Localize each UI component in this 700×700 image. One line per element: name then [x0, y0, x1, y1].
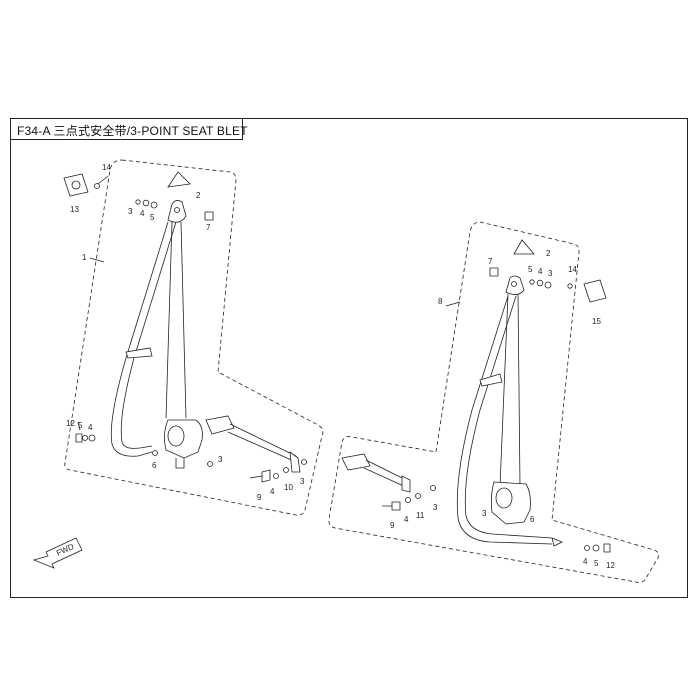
callout-1: 1 — [82, 253, 87, 262]
right-buckle — [341, 453, 371, 471]
callout-14: 14 — [568, 265, 577, 274]
right-escutcheon — [583, 279, 607, 303]
callout-3: 3 — [433, 503, 438, 512]
callout-3: 3 — [218, 455, 223, 464]
right-top-anchor — [505, 275, 525, 295]
right-trim-cover — [513, 239, 535, 255]
callout-4: 4 — [140, 209, 145, 218]
callout-12: 12 — [606, 561, 615, 570]
callout-10: 10 — [284, 483, 293, 492]
left-escutcheon — [63, 173, 89, 197]
left-trim-cover — [167, 171, 191, 188]
callout-2: 2 — [546, 249, 551, 258]
callout-3: 3 — [128, 207, 133, 216]
callout-4: 4 — [270, 487, 275, 496]
callout-5: 5 — [594, 559, 599, 568]
callout-8: 8 — [438, 297, 443, 306]
callout-13: 13 — [70, 205, 79, 214]
callout-7: 7 — [206, 223, 211, 232]
callout-7: 7 — [488, 257, 493, 266]
left-callouts: 14 13 3 4 5 2 7 1 12 5 4 6 3 9 4 10 3 — [66, 163, 305, 502]
right-webbing-lap — [456, 295, 553, 545]
callout-9: 9 — [257, 493, 262, 502]
right-callouts: 2 7 5 4 3 14 15 8 3 9 4 11 3 6 4 5 12 — [390, 249, 615, 570]
page-title: F34-A 三点式安全带/3-POINT SEAT BLET — [17, 124, 248, 138]
callout-6: 6 — [530, 515, 535, 524]
callout-5: 5 — [528, 265, 533, 274]
callout-3: 3 — [482, 509, 487, 518]
callout-9: 9 — [390, 521, 395, 530]
callout-3: 3 — [548, 269, 553, 278]
diagram-frame — [10, 118, 688, 598]
right-group-outline — [328, 221, 659, 583]
callout-15: 15 — [592, 317, 601, 326]
left-webbing-vertical — [165, 221, 187, 419]
callout-5: 5 — [78, 421, 83, 430]
callout-14: 14 — [102, 163, 111, 172]
callout-6: 6 — [152, 461, 157, 470]
callout-2: 2 — [196, 191, 201, 200]
callout-5: 5 — [150, 213, 155, 222]
left-group-outline — [64, 159, 324, 516]
callout-4: 4 — [88, 423, 93, 432]
left-top-anchor — [167, 200, 187, 223]
right-webbing-vertical — [499, 293, 521, 487]
callout-3: 3 — [300, 477, 305, 486]
left-buckle — [205, 415, 235, 435]
callout-4: 4 — [538, 267, 543, 276]
fwd-arrow — [32, 537, 83, 569]
callout-4: 4 — [583, 557, 588, 566]
callout-12: 12 — [66, 419, 75, 428]
title-box: F34-A 三点式安全带/3-POINT SEAT BLET — [10, 118, 248, 140]
left-webbing-lap — [110, 221, 177, 457]
callout-4: 4 — [404, 515, 409, 524]
callout-11: 11 — [416, 511, 425, 520]
